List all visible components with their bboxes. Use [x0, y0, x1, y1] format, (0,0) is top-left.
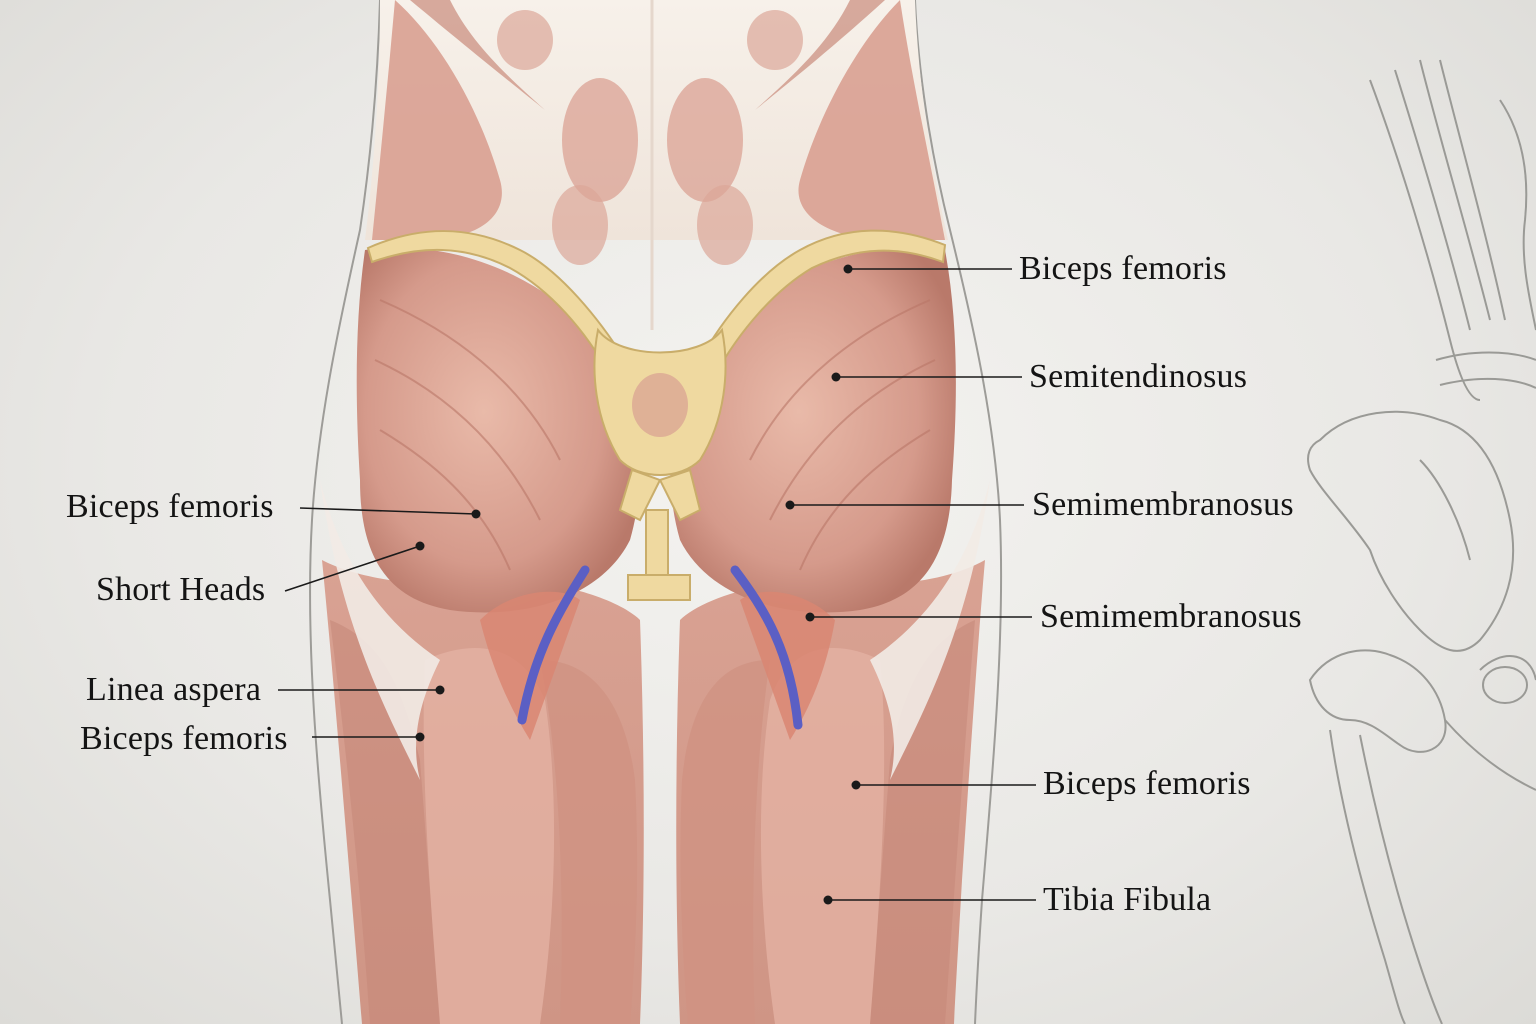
label-biceps-femoris-lower-right: Biceps femoris: [1043, 765, 1251, 802]
label-biceps-femoris-lower-left: Biceps femoris: [80, 720, 288, 757]
label-semitendinosus: Semitendinosus: [1029, 358, 1248, 395]
left-sciatic-nerve: [517, 565, 590, 725]
right-sciatic-nerve: [730, 565, 803, 730]
sacrum-center: [632, 373, 688, 437]
hip-tendons: [320, 480, 990, 780]
label-tibia-fibula: Tibia Fibula: [1043, 881, 1212, 918]
label-linea-aspera: Linea aspera: [86, 671, 262, 708]
label-semimembranosus-upper: Semimembranosus: [1032, 486, 1294, 523]
label-biceps-femoris-upper-left: Biceps femoris: [66, 488, 274, 525]
right-gluteus: [670, 247, 956, 613]
label-semimembranosus-lower: Semimembranosus: [1040, 598, 1302, 635]
body-outline: [309, 0, 1003, 1024]
lower-back: [365, 0, 948, 330]
left-gluteus: [356, 247, 640, 613]
left-thigh: [322, 560, 644, 1024]
skeleton-sketch: [1307, 59, 1536, 1024]
leader-dots: [415, 264, 861, 905]
leader-lines: [278, 268, 1036, 901]
label-biceps-femoris-upper-right: Biceps femoris: [1019, 250, 1227, 287]
label-short-heads: Short Heads: [96, 571, 266, 608]
